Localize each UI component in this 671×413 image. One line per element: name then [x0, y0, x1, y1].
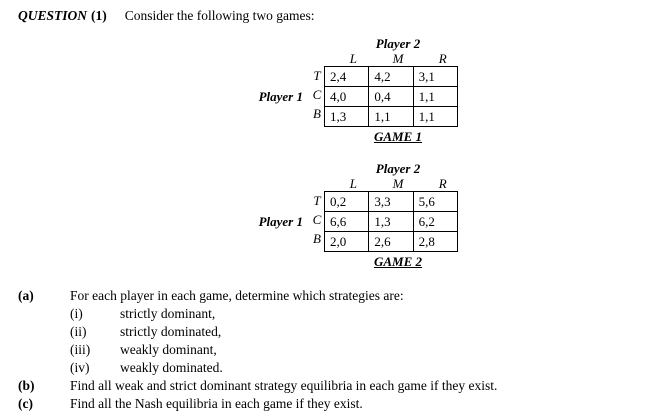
sub-item-iii: (iii) weakly dominant, — [0, 341, 671, 359]
question-prompt: Consider the following two games: — [124, 8, 315, 23]
payoff-cell: 6,6 — [323, 211, 370, 232]
question-marker: (b) — [18, 378, 35, 393]
question-list: (a) For each player in each game, determ… — [0, 287, 671, 413]
sub-item-text: weakly dominant, — [120, 342, 217, 357]
payoff-cell: 5,6 — [412, 191, 459, 212]
question-word: QUESTION — [18, 8, 88, 23]
table-row: 4,0 0,4 1,1 — [323, 86, 459, 107]
row-header-b: B — [313, 231, 321, 246]
question-text: For each player in each game, determine … — [70, 288, 404, 303]
row-player-label: Player 1 — [258, 88, 303, 104]
row-player-label: Player 1 — [258, 213, 303, 229]
column-header-m: M — [392, 51, 404, 66]
column-headers-row: L M R — [331, 176, 465, 191]
question-text: Find all weak and strict dominant strate… — [70, 378, 498, 393]
column-player-label: Player 2 — [375, 36, 421, 51]
column-header-m: M — [392, 176, 404, 191]
payoff-table: 0,2 3,3 5,6 6,6 1,3 6,2 2,0 2,6 2,8 — [323, 191, 459, 252]
game-matrix-block-2: Player 2 L M R Player 1 T C B 0,2 3,3 5,… — [232, 161, 465, 270]
column-player-label: Player 2 — [375, 161, 421, 176]
payoff-cell: 2,8 — [412, 231, 459, 252]
question-item-a: (a) For each player in each game, determ… — [0, 287, 671, 305]
table-row: 0,2 3,3 5,6 — [323, 191, 459, 212]
game-caption: GAME 2 — [373, 254, 423, 269]
payoff-cell: 3,3 — [368, 191, 414, 212]
sub-item-ii: (ii) strictly dominated, — [0, 323, 671, 341]
question-marker: (c) — [18, 396, 33, 411]
sub-item-iv: (iv) weakly dominated. — [0, 359, 671, 377]
sub-item-marker: (i) — [70, 306, 83, 321]
column-header-l: L — [349, 176, 357, 191]
payoff-cell: 6,2 — [412, 211, 459, 232]
table-row: 2,4 4,2 3,1 — [323, 66, 459, 87]
sub-item-text: strictly dominant, — [120, 306, 216, 321]
sub-item-marker: (iii) — [70, 342, 91, 357]
question-marker: (a) — [18, 288, 34, 303]
row-header-c: C — [312, 87, 322, 102]
row-header-b: B — [313, 106, 321, 121]
payoff-cell: 3,1 — [412, 66, 459, 87]
sub-item-text: strictly dominated, — [120, 324, 222, 339]
game-matrix-block-1: Player 2 L M R Player 1 T C B 2,4 4,2 3,… — [232, 36, 465, 145]
payoff-cell: 4,2 — [368, 66, 414, 87]
payoff-cell: 1,1 — [412, 86, 459, 107]
column-headers-row: L M R — [331, 51, 465, 66]
table-row: 1,3 1,1 1,1 — [323, 106, 459, 127]
row-headers-column: T C B — [310, 66, 324, 127]
payoff-cell: 1,3 — [368, 211, 414, 232]
row-header-t: T — [313, 193, 321, 208]
payoff-cell: 2,6 — [368, 231, 414, 252]
payoff-cell: 4,0 — [323, 86, 370, 107]
question-header: QUESTION(1) Consider the following two ga… — [18, 8, 315, 24]
table-row: 2,0 2,6 2,8 — [323, 231, 459, 252]
column-header-r: R — [438, 176, 447, 191]
sub-item-marker: (iv) — [70, 360, 90, 375]
column-header-r: R — [438, 51, 447, 66]
payoff-cell: 1,1 — [368, 106, 414, 127]
question-text: Find all the Nash equilibria in each gam… — [70, 396, 363, 411]
payoff-cell: 2,4 — [323, 66, 370, 87]
game-caption: GAME 1 — [373, 129, 423, 144]
question-number: (1) — [91, 8, 107, 23]
payoff-cell: 1,1 — [412, 106, 459, 127]
payoff-cell: 0,4 — [368, 86, 414, 107]
sub-item-marker: (ii) — [70, 324, 87, 339]
sub-item-i: (i) strictly dominant, — [0, 305, 671, 323]
sub-item-text: weakly dominated. — [120, 360, 223, 375]
question-item-c: (c) Find all the Nash equilibria in each… — [0, 395, 671, 413]
column-header-l: L — [349, 51, 357, 66]
row-headers-column: T C B — [310, 191, 324, 252]
payoff-cell: 2,0 — [323, 231, 370, 252]
table-row: 6,6 1,3 6,2 — [323, 211, 459, 232]
matrix-area: Player 1 T C B 2,4 4,2 3,1 4,0 0,4 1,1 1… — [232, 66, 465, 127]
payoff-cell: 1,3 — [323, 106, 370, 127]
payoff-cell: 0,2 — [323, 191, 370, 212]
question-item-b: (b) Find all weak and strict dominant st… — [0, 377, 671, 395]
payoff-table: 2,4 4,2 3,1 4,0 0,4 1,1 1,3 1,1 1,1 — [323, 66, 459, 127]
row-header-c: C — [312, 212, 322, 227]
row-header-t: T — [313, 68, 321, 83]
matrix-area: Player 1 T C B 0,2 3,3 5,6 6,6 1,3 6,2 2… — [232, 191, 465, 252]
